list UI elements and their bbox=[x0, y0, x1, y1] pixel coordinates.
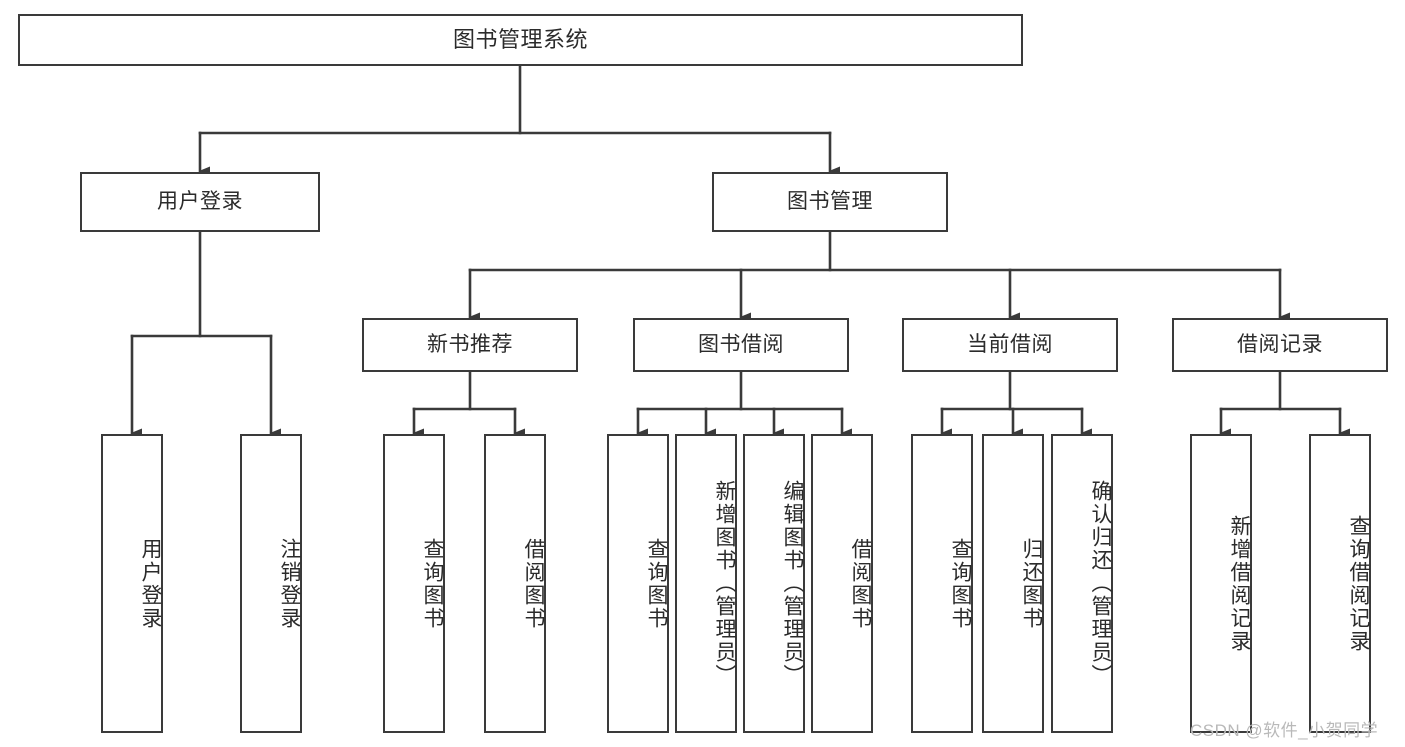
node-newbook[interactable]: 新书推荐 bbox=[362, 318, 578, 372]
node-label: 用户登录 bbox=[139, 537, 162, 630]
node-leaf-1[interactable]: 用户登录 bbox=[101, 434, 163, 733]
node-label: 查询借阅记录 bbox=[1347, 514, 1370, 653]
node-label: 新增借阅记录 bbox=[1228, 514, 1251, 653]
node-leaf-2[interactable]: 注销登录 bbox=[240, 434, 302, 733]
node-label: 确认归还（管理员） bbox=[1089, 480, 1112, 687]
node-leaf-7[interactable]: 编辑图书（管理员） bbox=[743, 434, 805, 733]
node-leaf-11[interactable]: 确认归还（管理员） bbox=[1051, 434, 1113, 733]
node-records[interactable]: 借阅记录 bbox=[1172, 318, 1388, 372]
node-current[interactable]: 当前借阅 bbox=[902, 318, 1118, 372]
node-label: 查询图书 bbox=[949, 537, 972, 630]
node-label: 图书管理系统 bbox=[452, 27, 588, 53]
node-label: 新书推荐 bbox=[427, 332, 513, 356]
node-leaf-13[interactable]: 查询借阅记录 bbox=[1309, 434, 1371, 733]
node-leaf-3[interactable]: 查询图书 bbox=[383, 434, 445, 733]
node-bookmgmt[interactable]: 图书管理 bbox=[712, 172, 948, 232]
node-label: 编辑图书（管理员） bbox=[781, 480, 804, 687]
node-label: 图书借阅 bbox=[698, 332, 784, 356]
node-label: 借阅图书 bbox=[522, 537, 545, 630]
node-label: 注销登录 bbox=[278, 537, 301, 630]
node-leaf-12[interactable]: 新增借阅记录 bbox=[1190, 434, 1252, 733]
node-label: 新增图书（管理员） bbox=[713, 480, 736, 687]
node-label: 查询图书 bbox=[421, 537, 444, 630]
node-label: 归还图书 bbox=[1020, 537, 1043, 630]
node-label: 图书管理 bbox=[787, 189, 873, 213]
node-login[interactable]: 用户登录 bbox=[80, 172, 320, 232]
node-leaf-5[interactable]: 查询图书 bbox=[607, 434, 669, 733]
node-leaf-9[interactable]: 查询图书 bbox=[911, 434, 973, 733]
watermark-label: CSDN @软件_小贺同学 bbox=[1190, 721, 1379, 740]
node-borrow[interactable]: 图书借阅 bbox=[633, 318, 849, 372]
node-label: 借阅记录 bbox=[1237, 332, 1323, 356]
node-label: 用户登录 bbox=[157, 189, 243, 213]
node-leaf-10[interactable]: 归还图书 bbox=[982, 434, 1044, 733]
node-label: 借阅图书 bbox=[849, 537, 872, 630]
node-leaf-4[interactable]: 借阅图书 bbox=[484, 434, 546, 733]
node-label: 查询图书 bbox=[645, 537, 668, 630]
node-leaf-6[interactable]: 新增图书（管理员） bbox=[675, 434, 737, 733]
node-root[interactable]: 图书管理系统 bbox=[18, 14, 1023, 66]
connector-lines bbox=[130, 64, 1350, 438]
node-label: 当前借阅 bbox=[967, 332, 1053, 356]
node-leaf-8[interactable]: 借阅图书 bbox=[811, 434, 873, 733]
